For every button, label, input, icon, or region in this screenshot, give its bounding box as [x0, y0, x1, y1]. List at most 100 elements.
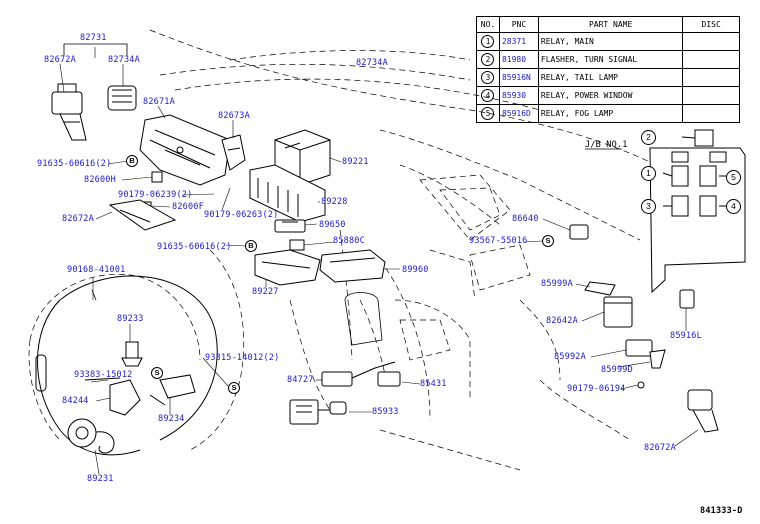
label-90179-06263[interactable]: 90179-06263(2) [204, 210, 279, 220]
jb-label: J/B NO.1 [585, 140, 628, 150]
clip-85999D [649, 349, 666, 369]
spiral-cable-89231 [67, 418, 115, 454]
row-pnc[interactable]: 28371 [498, 32, 539, 51]
screw-symbol-s: S [151, 367, 163, 379]
label-89231[interactable]: 89231 [87, 474, 114, 484]
relay-82672A-top [51, 83, 87, 141]
label-89650[interactable]: 89650 [319, 220, 346, 230]
jb-callout-5: 5 [726, 170, 741, 185]
row-disc [682, 32, 740, 51]
header-disc: DISC [682, 16, 740, 33]
label-85916L[interactable]: 85916L [670, 331, 702, 341]
row-part-name: RELAY, TAIL LAMP [537, 68, 684, 87]
label-90179-06239[interactable]: 90179-06239(2) [118, 190, 193, 200]
row-pnc[interactable]: 85930 [498, 86, 539, 105]
clip-85999A [584, 281, 616, 296]
bracket-82671A [139, 114, 231, 186]
wheel-spoke-pad [35, 354, 47, 392]
header-no: NO. [476, 16, 500, 33]
sensor-89233 [121, 341, 143, 367]
row-number: 1 [481, 35, 495, 48]
bolt-symbol-b: B [126, 155, 138, 167]
jb-callout-2: 2 [641, 130, 656, 145]
label-89233[interactable]: 89233 [117, 314, 144, 324]
row-disc [682, 68, 740, 87]
label-91635-60616[interactable]: 91635-60616(2) [157, 242, 232, 252]
label-85992A[interactable]: 85992A [554, 352, 586, 362]
label-89234[interactable]: 89234 [158, 414, 185, 424]
label-89228[interactable]: 89228 [321, 197, 348, 207]
label-84244[interactable]: 84244 [62, 396, 89, 406]
row-part-name: RELAY, FOG LAMP [537, 104, 684, 123]
label-93383-15012[interactable]: 93383-15012 [74, 370, 133, 380]
table-row: 1 28371 RELAY, MAIN [476, 32, 740, 51]
label-82673A[interactable]: 82673A [218, 111, 250, 121]
steering-wheel [35, 275, 218, 456]
label-85933[interactable]: 85933 [372, 407, 399, 417]
connector-82734A-left [107, 85, 137, 111]
label-93567-55016[interactable]: 93567-55016 [469, 236, 528, 246]
sensor-89234 [149, 374, 196, 406]
label-82672A[interactable]: 82672A [62, 214, 94, 224]
label-82734A[interactable]: 82734A [108, 55, 140, 65]
row-part-name: FLASHER, TURN SIGNAL [537, 50, 684, 69]
screw-symbol-s: S [228, 382, 240, 394]
label-89221[interactable]: 89221 [342, 157, 369, 167]
row-disc [682, 86, 740, 105]
label-82672A[interactable]: 82672A [44, 55, 76, 65]
module-89960 [319, 249, 386, 283]
relay-82672A-bottom [687, 389, 719, 433]
junction-block [649, 129, 746, 294]
row-number: 2 [481, 53, 495, 66]
table-row: 2 81980 FLASHER, TURN SIGNAL [476, 50, 740, 69]
label-86640[interactable]: 86640 [512, 214, 539, 224]
label-82600F[interactable]: 82600F [172, 202, 204, 212]
header-part-name: PART NAME [537, 16, 684, 33]
relay-85916L [679, 289, 695, 309]
bracket-89227 [254, 249, 321, 286]
connector-84244 [109, 379, 141, 416]
label-84727[interactable]: 84727 [287, 375, 314, 385]
row-pnc[interactable]: 85916N [498, 68, 539, 87]
row-disc [682, 104, 740, 123]
label-90168-41001[interactable]: 90168-41001 [67, 265, 126, 275]
screw-symbol-s: S [542, 235, 554, 247]
label-91635-60616[interactable]: 91635-60616(2) [37, 159, 112, 169]
table-header-row: NO. PNC PART NAME DISC [476, 16, 740, 33]
label-85999A[interactable]: 85999A [541, 279, 573, 289]
label-89227[interactable]: 89227 [252, 287, 279, 297]
jb-callout-1: 1 [641, 166, 656, 181]
label-82734A[interactable]: 82734A [356, 58, 388, 68]
dashboard-outline [28, 29, 701, 471]
parts-table: NO. PNC PART NAME DISC 1 28371 RELAY, MA… [476, 16, 740, 123]
label-82672A[interactable]: 82672A [644, 443, 676, 453]
label-82600H[interactable]: 82600H [84, 175, 116, 185]
table-row: 3 85916N RELAY, TAIL LAMP [476, 68, 740, 87]
bolt-symbol-b: B [245, 240, 257, 252]
relay-85992A [625, 339, 653, 357]
leader-lines [59, 47, 699, 475]
label-85880C[interactable]: 85880C [333, 236, 365, 246]
relay-plate-82672A [108, 199, 177, 231]
table-row: 4 85930 RELAY, POWER WINDOW [476, 86, 740, 105]
label-85431[interactable]: 85431 [420, 379, 447, 389]
switch-85933 [289, 399, 347, 425]
label-93315-14012[interactable]: 93315-14012(2) [205, 353, 280, 363]
row-part-name: RELAY, MAIN [537, 32, 684, 51]
jb-callout-3: 3 [641, 199, 656, 214]
sensor-86640 [569, 224, 589, 240]
module-89228 [249, 164, 326, 223]
label-82731[interactable]: 82731 [80, 33, 107, 43]
label-82671A[interactable]: 82671A [143, 97, 175, 107]
label-90179-06194[interactable]: 90179-06194 [567, 384, 626, 394]
label-89960[interactable]: 89960 [402, 265, 429, 275]
header-pnc: PNC [498, 16, 539, 33]
label-82642A[interactable]: 82642A [546, 316, 578, 326]
switch-84727 [321, 361, 396, 387]
row-part-name: RELAY, POWER WINDOW [537, 86, 684, 105]
label-85999D[interactable]: 85999D [601, 365, 633, 375]
row-number: 5 [481, 107, 495, 120]
row-pnc[interactable]: 85916D [498, 104, 539, 123]
row-pnc[interactable]: 81980 [498, 50, 539, 69]
